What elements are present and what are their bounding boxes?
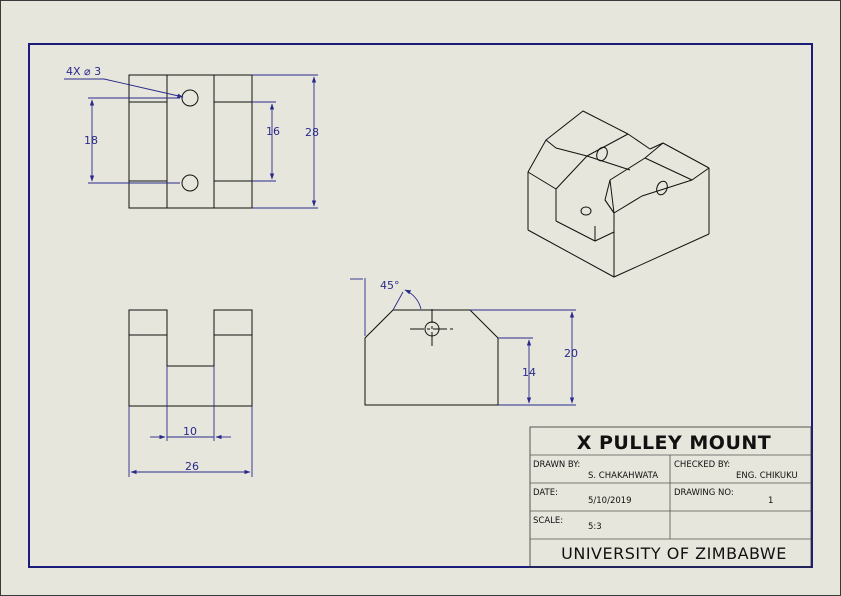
top-view-dimensions bbox=[64, 74, 318, 209]
hole-top bbox=[181, 89, 199, 107]
front-view bbox=[128, 309, 253, 407]
dim-hole-spacing: 18 bbox=[84, 134, 98, 147]
drawing-no-label: DRAWING NO: bbox=[674, 488, 734, 498]
side-view bbox=[364, 309, 499, 406]
drawing-no-value: 1 bbox=[768, 496, 773, 506]
dim-slot-width: 10 bbox=[183, 425, 197, 438]
date-label: DATE: bbox=[533, 488, 558, 498]
top-view bbox=[128, 74, 253, 209]
scale-value: 5:3 bbox=[588, 522, 602, 532]
side-view-dimensions bbox=[350, 278, 576, 406]
iso-hole-left bbox=[596, 146, 608, 162]
scale-label: SCALE: bbox=[533, 516, 563, 526]
dim-overall-width: 26 bbox=[185, 460, 199, 473]
checked-by-value: ENG. CHIKUKU bbox=[736, 471, 798, 481]
drawn-by-value: S. CHAKAHWATA bbox=[588, 471, 658, 481]
checked-by-label: CHECKED BY: bbox=[674, 460, 730, 470]
dim-slot-depth: 16 bbox=[266, 125, 280, 138]
date-value: 5/10/2019 bbox=[588, 496, 632, 506]
institution-name: UNIVERSITY OF ZIMBABWE bbox=[561, 544, 787, 563]
iso-hole-right bbox=[656, 180, 668, 196]
drawing-title: X PULLEY MOUNT bbox=[577, 432, 772, 454]
dim-overall-depth: 28 bbox=[305, 126, 319, 139]
drawing-border bbox=[28, 43, 813, 568]
drawn-by-label: DRAWN BY: bbox=[533, 460, 580, 470]
hole-bottom bbox=[181, 174, 199, 192]
dim-overall-height: 20 bbox=[564, 347, 578, 360]
iso-hole-slot bbox=[580, 206, 592, 216]
dim-chamfer-angle: 45° bbox=[380, 279, 400, 292]
dim-holes: 4X ⌀ 3 bbox=[66, 65, 101, 78]
title-block bbox=[529, 426, 812, 568]
front-view-dimensions bbox=[128, 366, 253, 477]
isometric-view bbox=[527, 110, 710, 278]
dim-shoulder-height: 14 bbox=[522, 366, 536, 379]
